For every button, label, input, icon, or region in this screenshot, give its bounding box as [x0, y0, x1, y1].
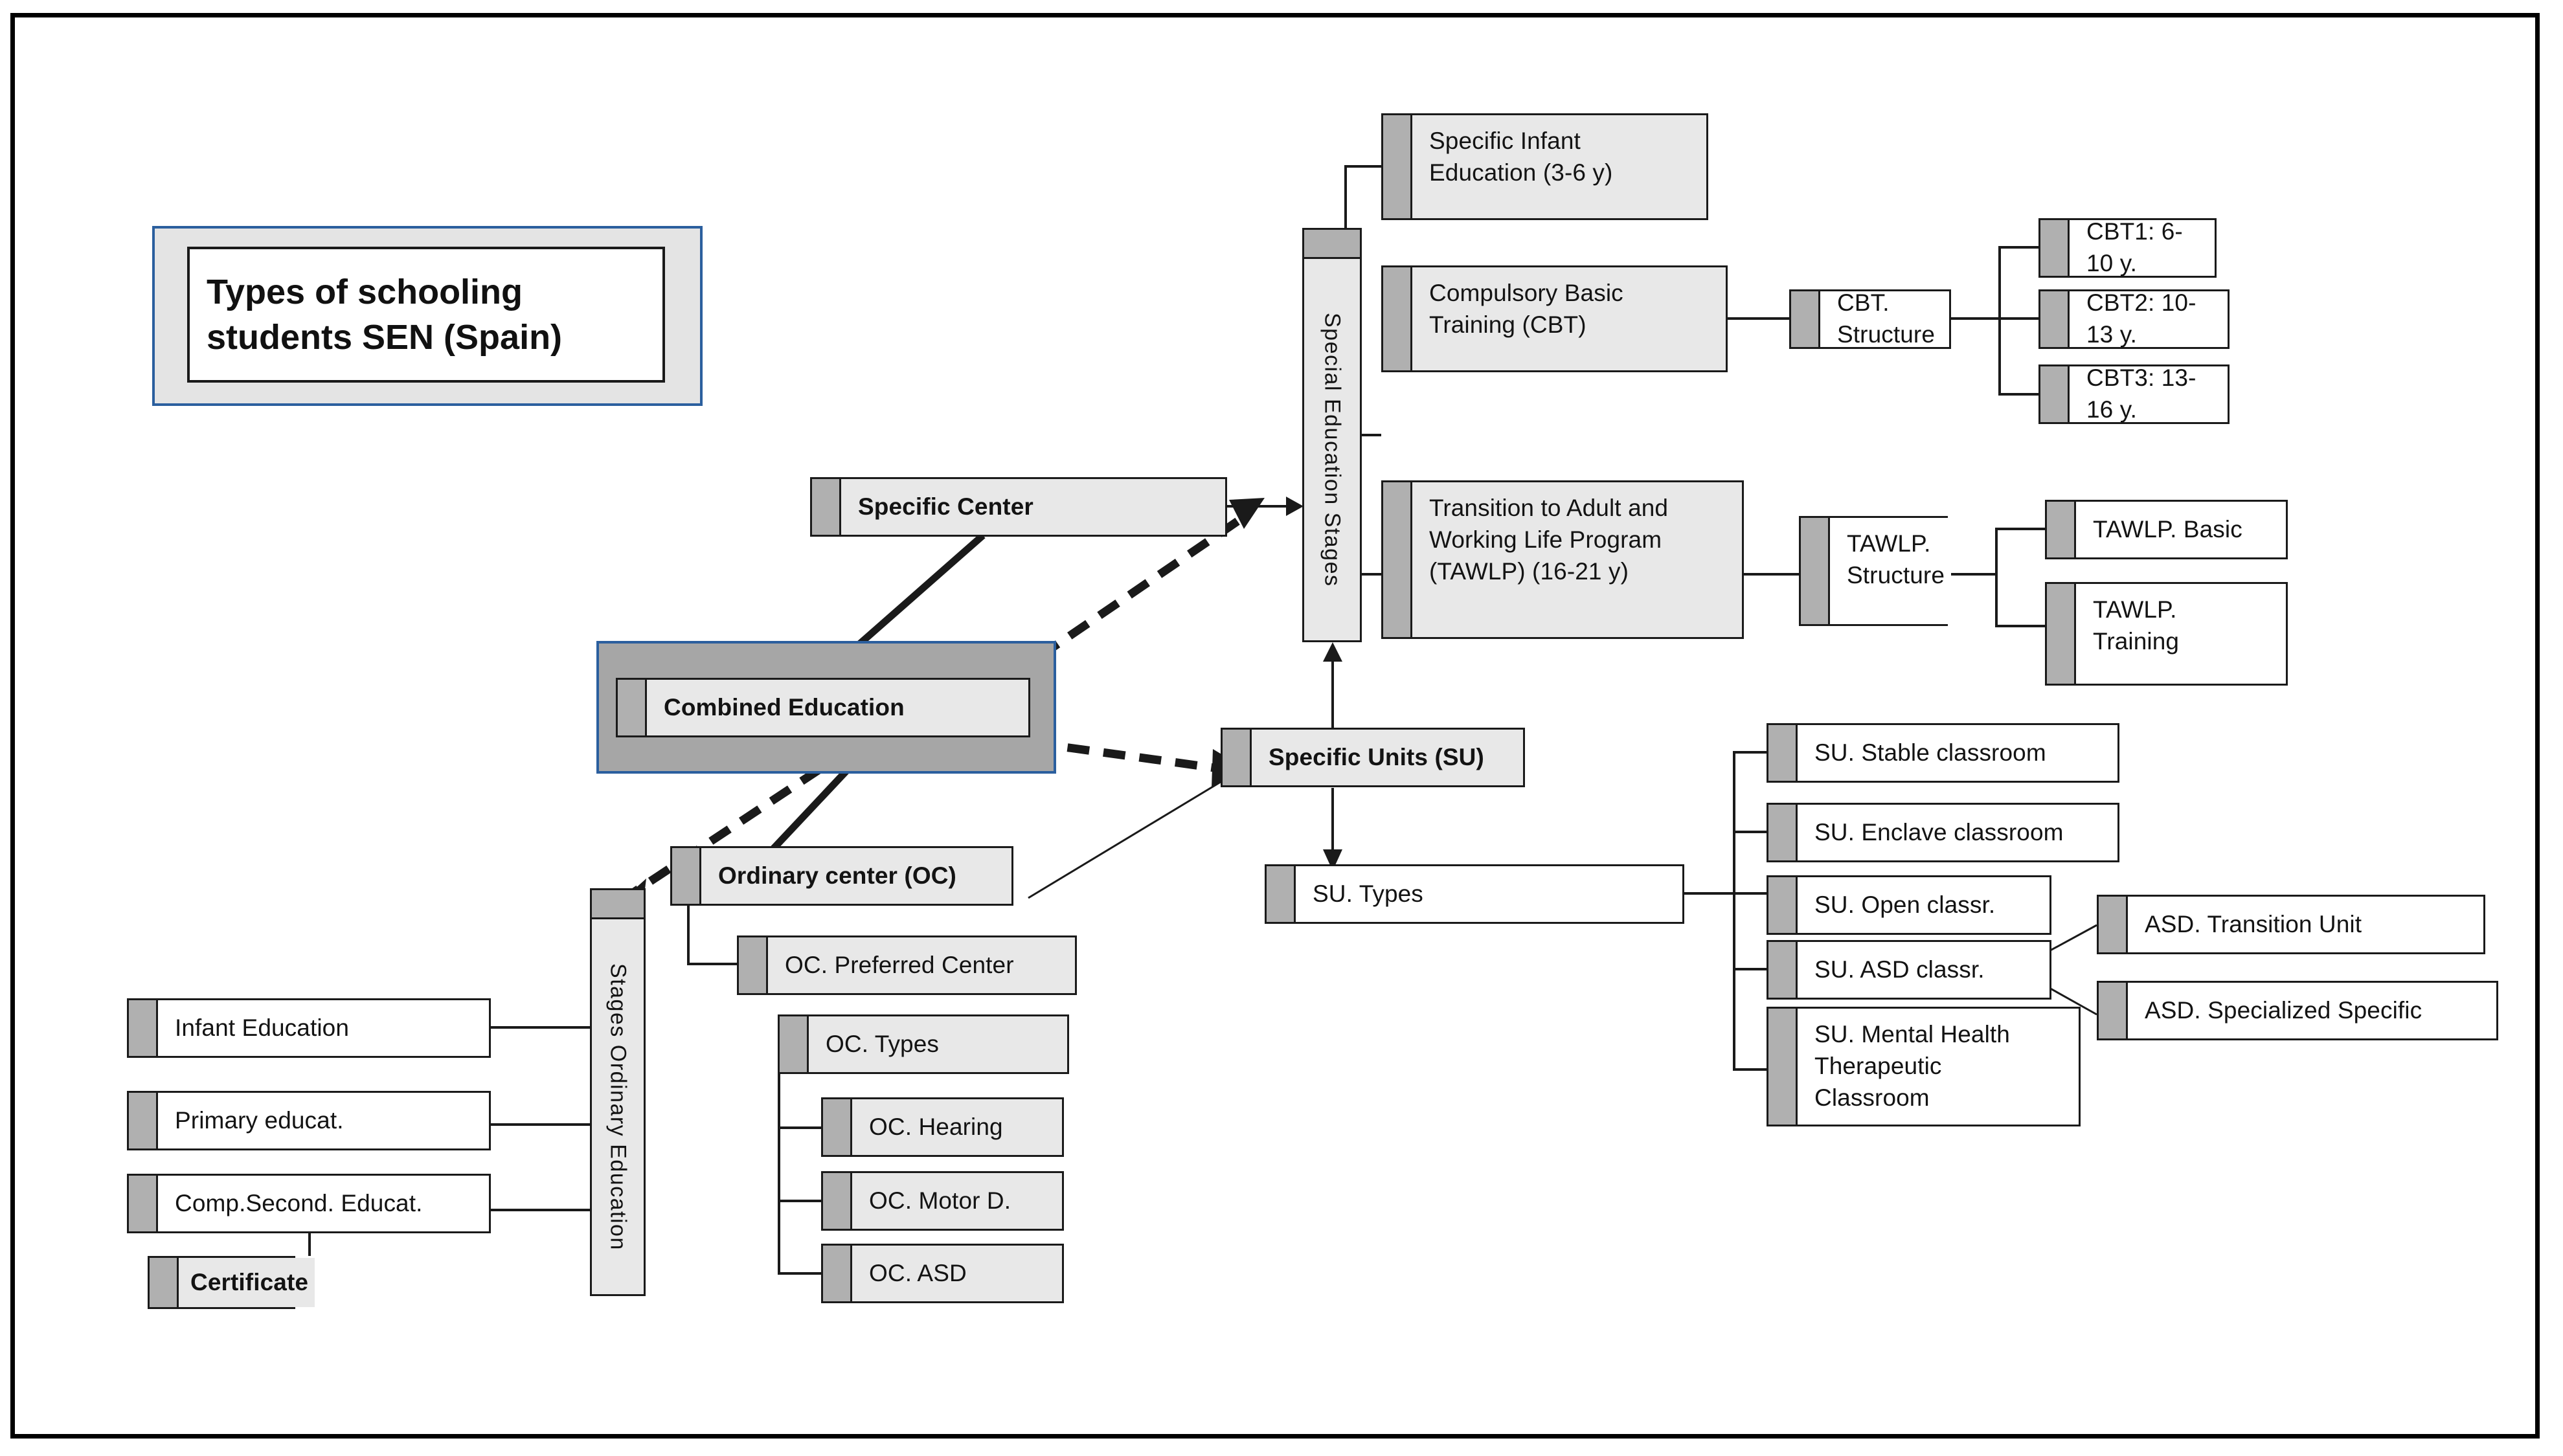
node-tab [1223, 730, 1252, 785]
node-su-open-classr[interactable]: SU. Open classr. [1767, 875, 2051, 935]
node-certificate[interactable]: Certificate [148, 1256, 315, 1309]
node-tab [1768, 725, 1798, 781]
node-tab [823, 1173, 852, 1229]
node-specific-units[interactable]: Specific Units (SU) [1221, 728, 1525, 787]
diagram-frame: Types of schooling students SEN (Spain) … [10, 13, 2540, 1439]
node-tab [1768, 877, 1798, 933]
node-tab [1768, 805, 1798, 860]
node-tab [823, 1246, 852, 1301]
node-cbt1[interactable]: CBT1: 6-10 y. [2038, 218, 2217, 278]
node-oc-motor-d[interactable]: OC. Motor D. [821, 1171, 1064, 1231]
node-oc-preferred-center[interactable]: OC. Preferred Center [737, 935, 1077, 995]
node-cbt2[interactable]: CBT2: 10-13 y. [2038, 289, 2230, 349]
node-asd-specialized-specific[interactable]: ASD. Specialized Specific [2097, 981, 2498, 1040]
node-tab [739, 937, 768, 993]
node-combined-education[interactable]: Combined Education [616, 678, 1030, 737]
node-stages-ordinary-education[interactable]: Stages Ordinary Education [590, 888, 646, 1296]
node-tawlp[interactable]: Transition to Adult and Working Life Pro… [1381, 480, 1744, 639]
node-su-mental-health[interactable]: SU. Mental Health Therapeutic Classroom [1767, 1007, 2081, 1126]
node-tab [129, 1000, 158, 1056]
node-tab [2040, 291, 2070, 347]
node-su-stable-classroom[interactable]: SU. Stable classroom [1767, 723, 2119, 783]
node-tawlp-structure[interactable]: TAWLP. Structure [1799, 516, 1952, 626]
node-tab [129, 1093, 158, 1148]
node-tab [1383, 115, 1412, 218]
node-tab [129, 1176, 158, 1231]
node-tab [592, 890, 644, 919]
node-tab [780, 1016, 809, 1072]
node-primary-educat[interactable]: Primary educat. [127, 1091, 491, 1150]
node-tab [1801, 518, 1830, 624]
node-tawlp-basic[interactable]: TAWLP. Basic [2045, 500, 2288, 559]
node-su-enclave-classroom[interactable]: SU. Enclave classroom [1767, 803, 2119, 862]
node-tab [823, 1099, 852, 1155]
node-tab [618, 680, 647, 735]
node-oc-hearing[interactable]: OC. Hearing [821, 1097, 1064, 1157]
page-title: Types of schooling students SEN (Spain) [187, 247, 665, 383]
node-tab [1768, 1009, 1798, 1125]
node-tab [2099, 897, 2128, 952]
node-comp-second-educat[interactable]: Comp.Second. Educat. [127, 1174, 491, 1233]
node-label-wrap: Special Education Stages [1320, 312, 1345, 587]
node-su-asd-classr[interactable]: SU. ASD classr. [1767, 940, 2051, 1000]
node-tab [812, 479, 841, 535]
node-specific-infant-education[interactable]: Specific Infant Education (3-6 y) [1381, 113, 1708, 220]
title-panel: Types of schooling students SEN (Spain) [152, 226, 703, 406]
node-su-types[interactable]: SU. Types [1265, 864, 1684, 924]
node-oc-types[interactable]: OC. Types [778, 1014, 1069, 1074]
node-tab [2040, 366, 2070, 422]
node-tab [2040, 220, 2070, 276]
node-tab [150, 1258, 179, 1307]
node-tab [2047, 502, 2076, 557]
node-cbt3[interactable]: CBT3: 13-16 y. [2038, 364, 2230, 424]
node-tawlp-training[interactable]: TAWLP. Training [2045, 582, 2288, 686]
node-tab [1383, 267, 1412, 370]
node-tab [1791, 291, 1820, 347]
node-asd-transition-unit[interactable]: ASD. Transition Unit [2097, 895, 2485, 954]
node-label-wrap: Stages Ordinary Education [605, 963, 631, 1251]
node-special-education-stages[interactable]: Special Education Stages [1302, 228, 1362, 642]
node-tab [672, 848, 701, 904]
node-oc-asd[interactable]: OC. ASD [821, 1244, 1064, 1303]
node-tab [2047, 584, 2076, 684]
node-specific-center[interactable]: Specific Center [810, 477, 1227, 537]
node-tab [1383, 482, 1412, 637]
node-ordinary-center[interactable]: Ordinary center (OC) [670, 846, 1013, 906]
node-compulsory-basic-training[interactable]: Compulsory Basic Training (CBT) [1381, 265, 1728, 372]
node-tab [2099, 983, 2128, 1038]
node-tab [1304, 230, 1360, 259]
node-tab [1768, 942, 1798, 998]
node-infant-education[interactable]: Infant Education [127, 998, 491, 1058]
node-cbt-structure[interactable]: CBT. Structure [1789, 289, 1951, 349]
node-tab [1267, 866, 1296, 922]
